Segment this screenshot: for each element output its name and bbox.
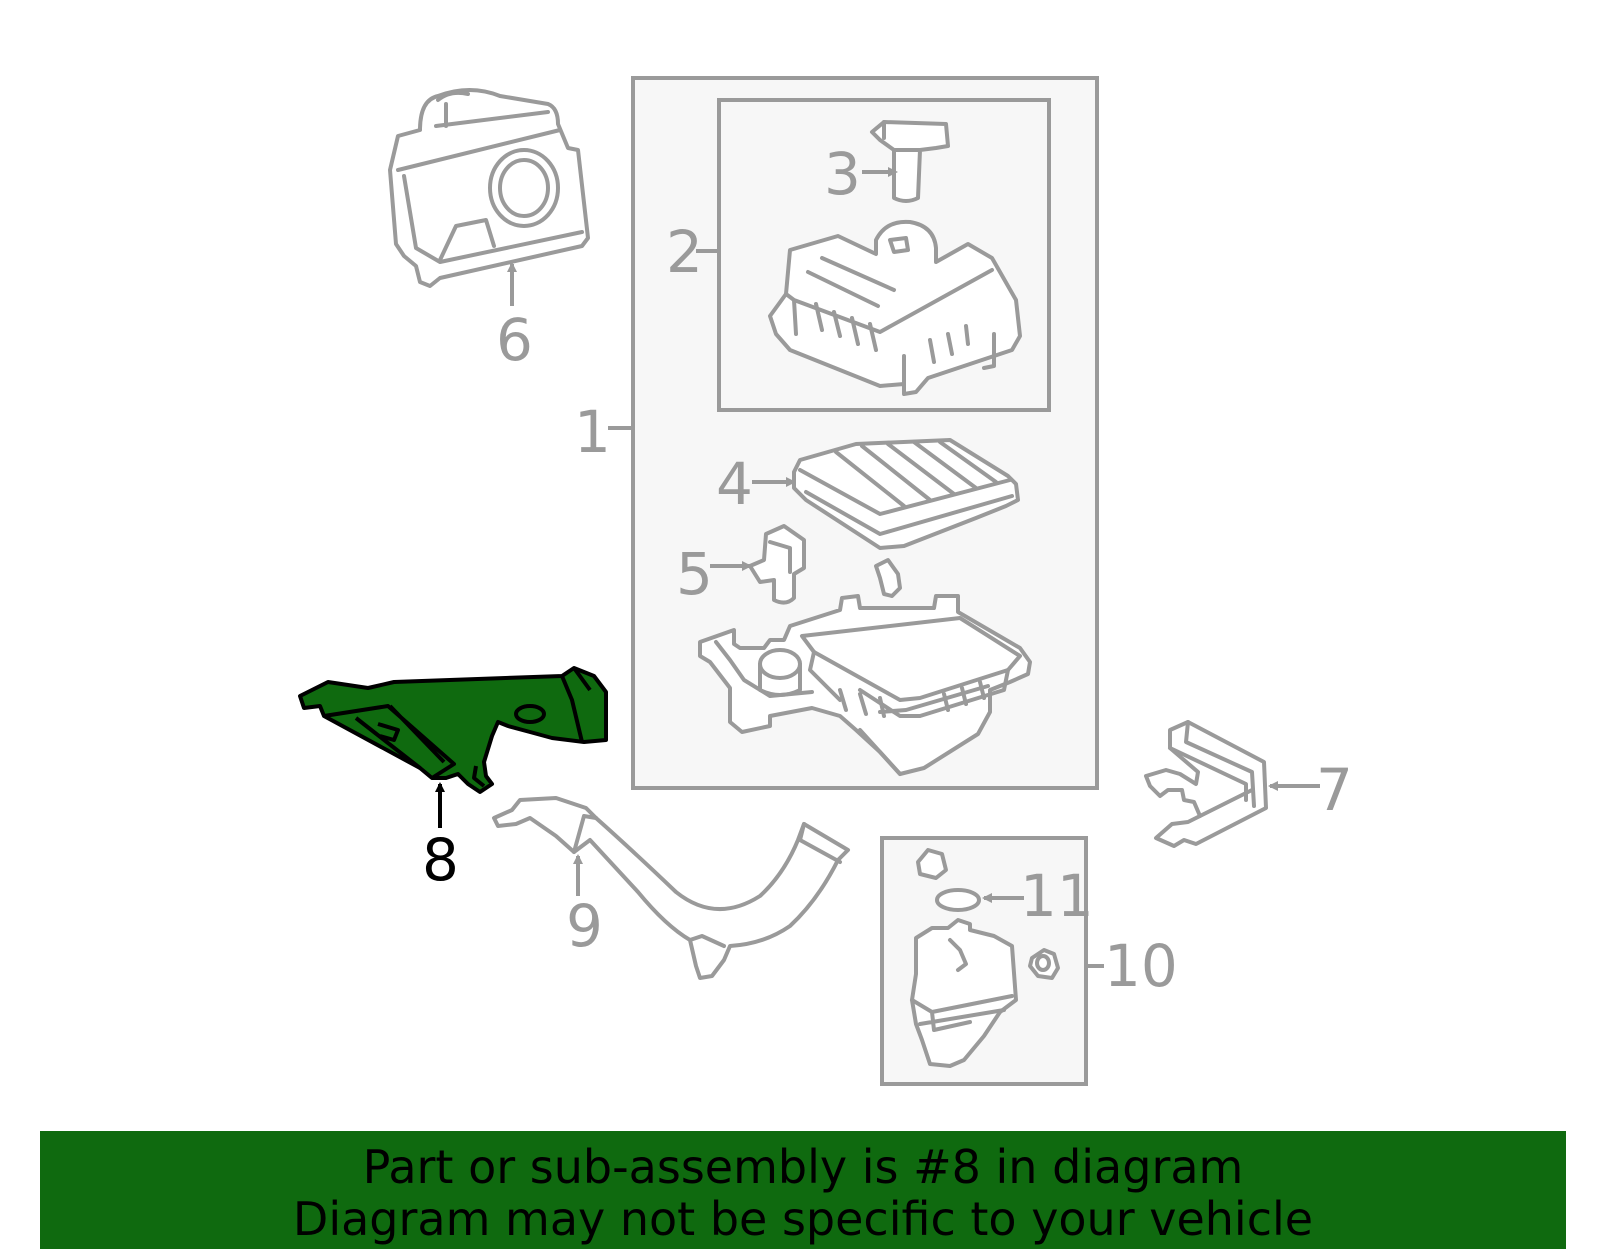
callout-11: 11 — [1020, 862, 1094, 930]
callout-7: 7 — [1316, 756, 1353, 824]
part-5-fitting[interactable] — [748, 524, 806, 605]
part-7-bracket[interactable] — [1144, 720, 1268, 848]
callout-6: 6 — [496, 306, 533, 374]
part-4-air-filter[interactable] — [792, 438, 1020, 550]
part-3-sensor[interactable] — [870, 120, 950, 203]
part-6-air-duct[interactable] — [388, 88, 590, 288]
banner-line-1: Part or sub-assembly is #8 in diagram — [362, 1140, 1244, 1194]
filter-clip — [874, 558, 902, 598]
part-10-resonator[interactable] — [910, 918, 1060, 1068]
lower-housing[interactable] — [698, 594, 1032, 776]
parts-diagram: 1 2 3 4 5 6 7 8 9 10 11 — [298, 76, 1353, 1086]
callout-1: 1 — [574, 398, 611, 466]
part-11-seal[interactable] — [916, 848, 981, 912]
part-2-upper-housing[interactable] — [768, 219, 1022, 396]
part-9-hose[interactable] — [492, 796, 850, 980]
callout-8: 8 — [422, 826, 459, 894]
info-banner: Part or sub-assembly is #8 in diagram Di… — [40, 1131, 1566, 1249]
callout-5: 5 — [676, 540, 713, 608]
callout-10: 10 — [1104, 932, 1178, 1000]
callout-2: 2 — [666, 218, 703, 286]
callout-3: 3 — [824, 140, 861, 208]
part-8-air-intake[interactable] — [298, 666, 608, 794]
callout-9: 9 — [566, 892, 603, 960]
callout-4: 4 — [716, 450, 753, 518]
banner-line-2: Diagram may not be specific to your vehi… — [292, 1192, 1314, 1246]
